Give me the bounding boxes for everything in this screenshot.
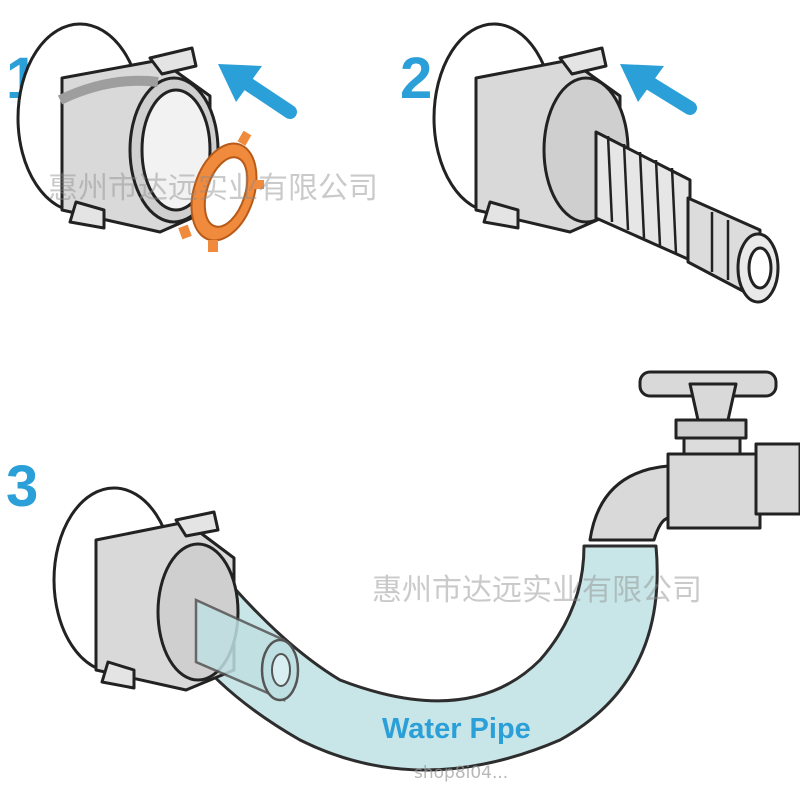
adapter-step-3: [52, 486, 300, 702]
arrow-icon: [620, 64, 697, 115]
adapter-step-2: [432, 22, 780, 304]
watermark-company-bottom: 惠州市达远实业有限公司: [372, 573, 702, 608]
step-2-number: 2: [400, 46, 432, 111]
arrow-icon: [218, 64, 297, 119]
gasket-icon: [178, 130, 264, 252]
watermark-company-top: 惠州市达远实业有限公司: [48, 171, 378, 206]
step-3-number: 3: [6, 454, 38, 519]
adapter-step-1: [16, 22, 220, 234]
water-pipe-label: Water Pipe: [382, 713, 531, 745]
faucet-icon: [588, 370, 800, 542]
watermark-shop: shop8i04...: [414, 763, 508, 783]
